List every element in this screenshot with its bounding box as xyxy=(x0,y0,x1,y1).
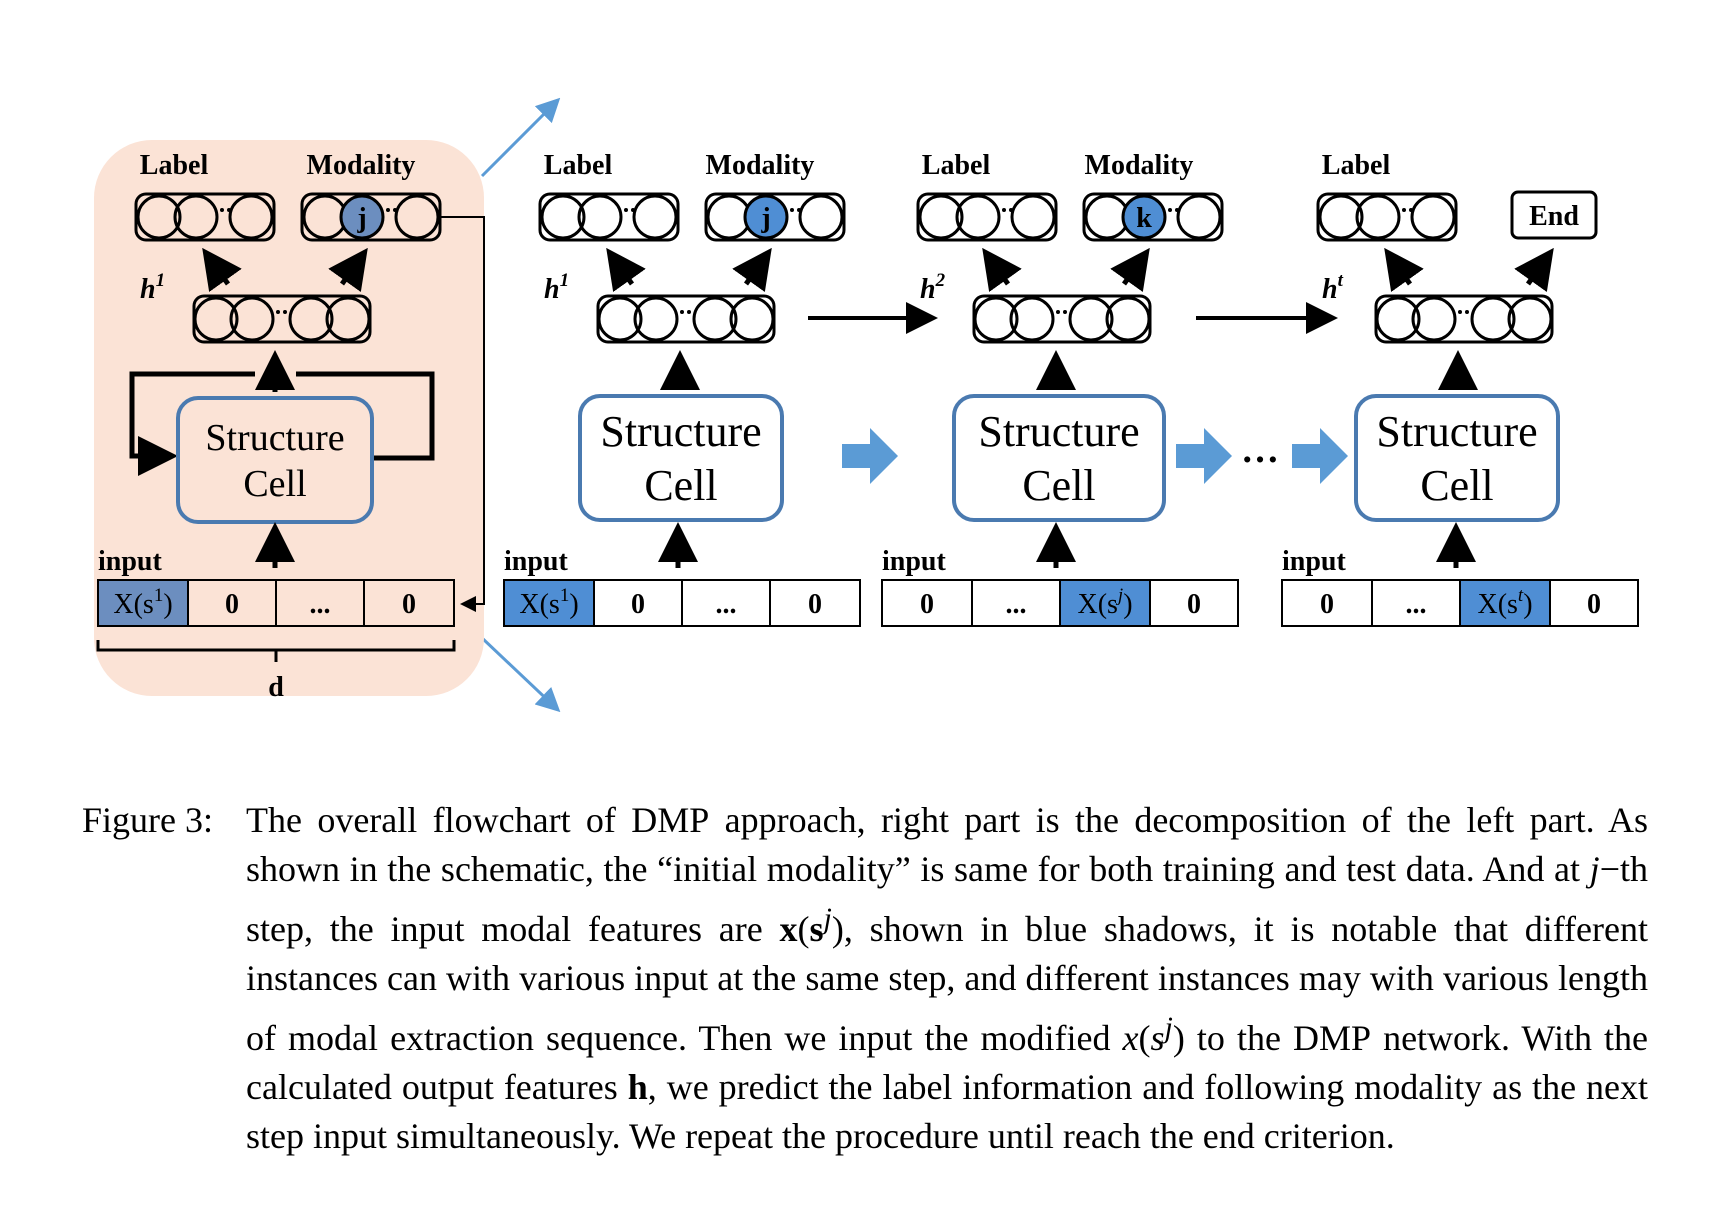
caption-segment: j xyxy=(1589,849,1600,889)
svg-text:Label: Label xyxy=(1322,150,1391,181)
h-label-left: h1 xyxy=(140,270,165,305)
figure-number: Figure 3: xyxy=(82,800,213,840)
svg-text:Modality: Modality xyxy=(1085,150,1194,181)
modality-mark-k: k xyxy=(1136,203,1152,234)
caption-segment: The overall flowchart of xyxy=(246,800,632,840)
caption-segment: , we predict the label information and f… xyxy=(246,1067,1648,1156)
h-label-2: h2 xyxy=(920,270,946,305)
caption-segment: ( xyxy=(1138,1018,1151,1058)
svg-text:...: ... xyxy=(1406,589,1427,620)
modality-mark-j-left: j xyxy=(356,203,366,234)
block-arrow-2 xyxy=(1176,428,1232,484)
h-label-1: h1 xyxy=(544,270,569,305)
svg-text:...: ... xyxy=(310,589,331,620)
hidden-vector-step-t xyxy=(1374,294,1554,344)
structure-cell-step-1: Structure Cell xyxy=(578,394,784,522)
d-label: d xyxy=(268,672,284,703)
svg-text:X(s1): X(s1) xyxy=(519,585,578,620)
label-vector-step-2 xyxy=(916,192,1058,242)
label-vector-left xyxy=(134,192,276,242)
svg-text:0: 0 xyxy=(402,589,416,620)
svg-text:Structure: Structure xyxy=(978,407,1139,456)
svg-text:Label: Label xyxy=(544,150,613,181)
caption-text: The overall flowchart of DMP approach, r… xyxy=(246,796,1648,1161)
step-2: Label Modality k h2 xyxy=(881,150,1239,627)
caption-segment: ( xyxy=(797,909,810,949)
caption-segment: DMP xyxy=(1292,1018,1372,1058)
caption-segment: s xyxy=(809,909,824,949)
structure-cell-left: Structure Cell xyxy=(176,396,374,524)
modality-vector-step-1 xyxy=(704,192,846,242)
caption-segment: j xyxy=(1164,1011,1173,1044)
end-box xyxy=(1510,190,1598,240)
caption-segment: x xyxy=(1122,1018,1139,1058)
step-1: Label Modality j h1 xyxy=(503,150,861,627)
zoom-line-top xyxy=(480,97,561,178)
modality-vector-left xyxy=(300,192,442,242)
hidden-vector-step-2 xyxy=(972,294,1152,344)
hidden-vector-step-1 xyxy=(596,294,776,344)
svg-text:Structure: Structure xyxy=(205,417,344,459)
block-arrow-1 xyxy=(842,428,898,484)
figure-caption: Figure 3: The overall flowchart of DMP a… xyxy=(82,796,1648,1161)
caption-segment: j xyxy=(823,902,832,935)
svg-text:Cell: Cell xyxy=(644,461,717,510)
svg-text:X(st): X(st) xyxy=(1477,585,1532,620)
caption-segment: DMP xyxy=(631,800,710,840)
structure-cell-step-2: Structure Cell xyxy=(952,394,1166,522)
h-label-t: ht xyxy=(1322,270,1344,305)
svg-text:...: ... xyxy=(1006,589,1027,620)
svg-text:0: 0 xyxy=(808,589,822,620)
structure-cell-step-t: Structure Cell xyxy=(1354,394,1560,522)
label-vector-step-t xyxy=(1316,192,1458,242)
caption-segment: ) to the xyxy=(1172,1018,1293,1058)
svg-text:0: 0 xyxy=(631,589,645,620)
zoom-line-bottom xyxy=(480,636,561,713)
modality-mark-j: j xyxy=(760,203,770,234)
svg-text:input: input xyxy=(1282,546,1346,577)
flowchart-figure: Label Modality j h1 xyxy=(94,97,1639,713)
svg-text:X(sj): X(sj) xyxy=(1077,585,1132,620)
svg-text:0: 0 xyxy=(920,589,934,620)
svg-text:0: 0 xyxy=(1587,589,1601,620)
svg-text:Structure: Structure xyxy=(600,407,761,456)
caption-segment: ), shown in blue shadows, it is notable … xyxy=(246,909,1648,1058)
input-table-step-t: 0 ... X(st) 0 xyxy=(1281,579,1639,627)
ellipsis-dots: … xyxy=(1241,429,1279,471)
block-arrow-3 xyxy=(1292,428,1348,484)
label-vector-step-1 xyxy=(538,192,680,242)
svg-text:0: 0 xyxy=(1187,589,1201,620)
input-table-step-1: X(s1) 0 ... 0 xyxy=(503,579,861,627)
input-table-step-2: 0 ... X(sj) 0 xyxy=(881,579,1239,627)
caption-segment: x xyxy=(779,909,798,949)
input-text-left: input xyxy=(98,546,162,577)
label-text-left: Label xyxy=(140,150,209,181)
svg-text:...: ... xyxy=(716,589,737,620)
svg-text:Structure: Structure xyxy=(1376,407,1537,456)
end-text: End xyxy=(1529,201,1579,232)
modality-vector-step-2 xyxy=(1082,192,1224,242)
input-table-left: X(s1) 0 ... 0 xyxy=(97,579,455,627)
caption-segment: h xyxy=(627,1067,648,1107)
caption-segment: s xyxy=(1150,1018,1165,1058)
modality-text-left: Modality xyxy=(307,150,416,181)
svg-text:Cell: Cell xyxy=(1420,461,1493,510)
svg-text:Cell: Cell xyxy=(243,463,306,505)
svg-text:X(s1): X(s1) xyxy=(113,585,172,620)
svg-text:input: input xyxy=(882,546,946,577)
svg-text:Label: Label xyxy=(922,150,991,181)
svg-text:Cell: Cell xyxy=(1022,461,1095,510)
svg-text:input: input xyxy=(504,546,568,577)
hidden-vector-left xyxy=(192,294,372,344)
step-t: Label End ht Structure Cell input xyxy=(1281,150,1639,627)
caption-segment: −th step, the input modal features are xyxy=(246,849,1648,949)
caption-segment: approach, right part is the decompositio… xyxy=(246,800,1649,889)
svg-text:0: 0 xyxy=(1320,589,1334,620)
svg-text:0: 0 xyxy=(225,589,239,620)
caption-segment: network. With the calculated output feat… xyxy=(246,1018,1648,1107)
svg-text:Modality: Modality xyxy=(706,150,815,181)
left-panel: Label Modality j h1 xyxy=(94,140,485,703)
